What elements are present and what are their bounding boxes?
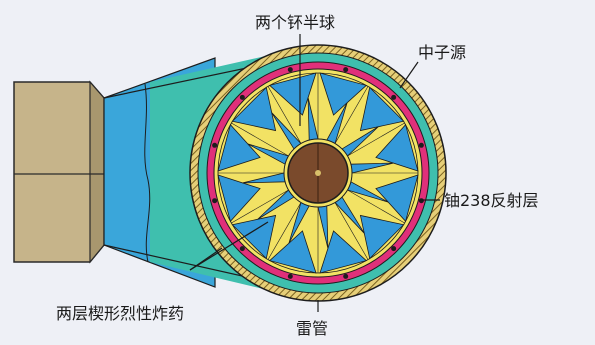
detonator-dot <box>288 67 293 72</box>
detonator-dot <box>391 246 396 251</box>
detonator-dot <box>240 95 245 100</box>
detonator-dot <box>212 143 217 148</box>
label-explosive-layers: 两层楔形烈性炸药 <box>56 304 184 323</box>
label-uranium-reflector: 铀238反射层 <box>444 191 539 210</box>
detonator-dot <box>419 143 424 148</box>
detonator-dot <box>343 67 348 72</box>
neutron-source-dot <box>315 170 321 176</box>
detonator-dot <box>419 198 424 203</box>
detonator-dot <box>240 246 245 251</box>
casing-box <box>14 82 104 262</box>
detonator-dot <box>288 274 293 279</box>
label-neutron-source: 中子源 <box>418 43 466 62</box>
detonator-dot <box>212 198 217 203</box>
label-detonator: 雷管 <box>296 319 328 338</box>
label-top-hemispheres: 两个钚半球 <box>255 13 335 32</box>
implosion-sphere <box>190 45 446 301</box>
detonator-dot <box>391 95 396 100</box>
detonator-dot <box>343 274 348 279</box>
